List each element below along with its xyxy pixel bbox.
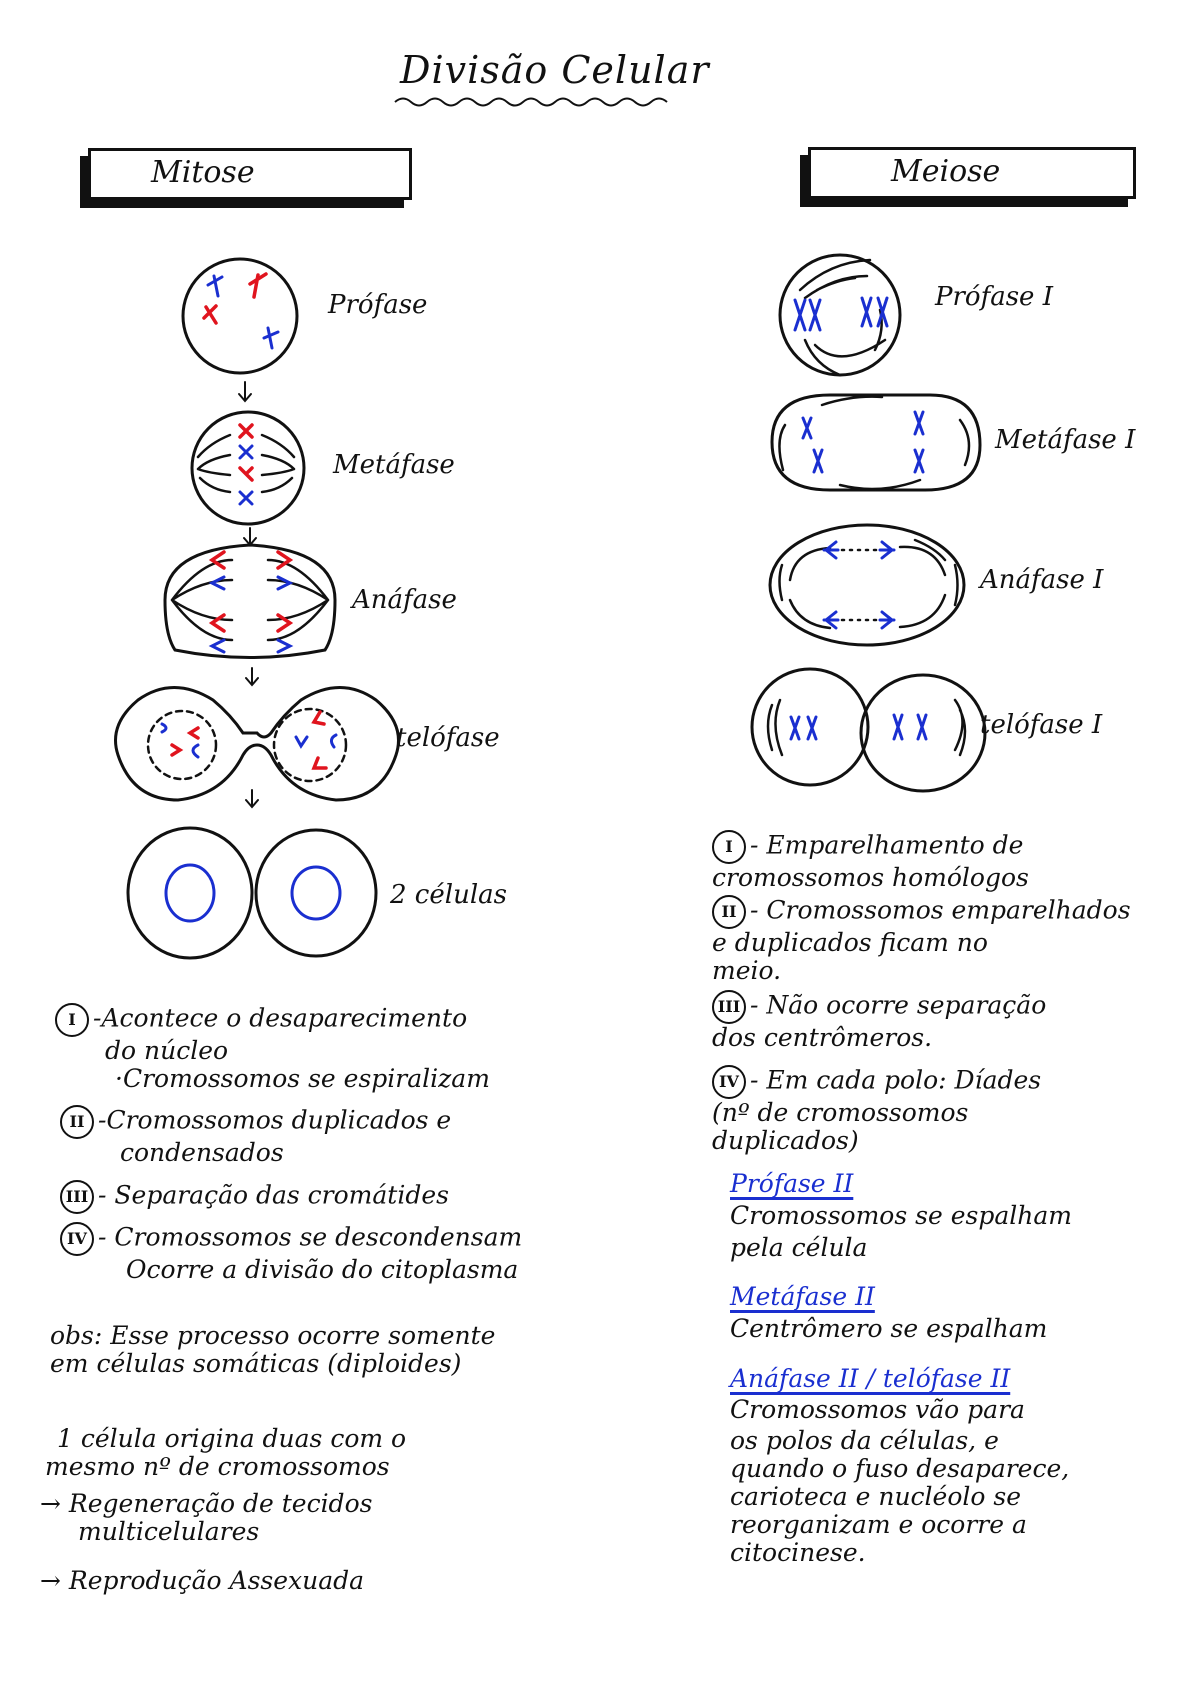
mitose-bullet-1: → Regeneração de tecidos multicelulares (40, 1489, 373, 1546)
meiose-phase2-metaphase: Metáfase II Centrômero se espalham (730, 1282, 1048, 1344)
mitose-phase-label: Prófase (328, 290, 428, 320)
mitose-note-1: I-Acontece o desaparecimento do núcleo ·… (55, 1003, 490, 1093)
telophase-i-cell-icon (750, 667, 987, 793)
section-heading: Anáfase II / telófase II (730, 1364, 1011, 1393)
telophase-cell-icon (114, 686, 400, 802)
mitose-note-4: IV- Cromossomos se descondensam Ocorre a… (60, 1222, 522, 1284)
roman-numeral-badge: IV (60, 1222, 94, 1256)
mitose-phase-label: telófase (396, 723, 500, 753)
title-underline-wave (394, 97, 668, 107)
arrow-right-icon: → (40, 1566, 61, 1595)
meiose-phase-label: Anáfase I (980, 565, 1104, 595)
mitose-diagram (114, 257, 400, 960)
meiose-phase-label: Metáfase I (995, 425, 1136, 455)
arrow-down-icon (245, 667, 259, 687)
two-daughter-cells-icon (126, 826, 378, 960)
roman-numeral-badge: I (55, 1003, 89, 1037)
mitose-header: Mitose (151, 155, 255, 190)
mitose-note-2: II-Cromossomos duplicados e condensados (60, 1105, 451, 1167)
page-title: Divisão Celular (400, 48, 710, 92)
arrow-right-icon: → (40, 1489, 61, 1518)
meiose-phase2-prophase: Prófase II Cromossomos se espalham pela … (730, 1169, 1072, 1262)
prophase-cell-icon (181, 257, 299, 375)
meiose-phase-label: telófase I (980, 710, 1103, 740)
roman-numeral-badge: IV (712, 1065, 746, 1099)
meiose-note-4: IV- Em cada polo: Díades (nº de cromosso… (712, 1065, 1042, 1155)
mitose-phase-label: Metáfase (333, 450, 455, 480)
anaphase-cell-icon (163, 543, 337, 659)
section-heading: Metáfase II (730, 1282, 875, 1311)
meiose-phase-label: Prófase I (935, 282, 1053, 312)
meiose-note-3: III- Não ocorre separação dos centrômero… (712, 990, 1047, 1052)
mitose-bullet-2: → Reprodução Assexuada (40, 1566, 365, 1595)
meiose-note-1: I- Emparelhamento de cromossomos homólog… (712, 830, 1029, 892)
meiose-phase2-anaphase-telophase: Anáfase II / telófase II Cromossomos vão… (730, 1364, 1070, 1567)
metaphase-cell-icon (190, 410, 306, 526)
roman-numeral-badge: III (60, 1180, 94, 1214)
meiose-header-box: Meiose (808, 147, 1136, 199)
mitose-obs: obs: Esse processo ocorre somente em cél… (50, 1321, 496, 1378)
roman-numeral-badge: II (712, 895, 746, 929)
mitose-phase-label: 2 células (390, 880, 507, 910)
arrow-down-icon (245, 789, 259, 809)
anaphase-i-cell-icon (768, 523, 966, 647)
roman-numeral-badge: III (712, 990, 746, 1024)
section-heading: Prófase II (730, 1169, 854, 1198)
arrow-down-icon (238, 381, 252, 403)
roman-numeral-badge: I (712, 830, 746, 864)
mitose-header-box: Mitose (88, 148, 412, 200)
mitose-phase-label: Anáfase (352, 585, 457, 615)
mitose-summary: 1 célula origina duas com o mesmo nº de … (45, 1424, 407, 1481)
prophase-i-cell-icon (778, 253, 902, 377)
roman-numeral-badge: II (60, 1105, 94, 1139)
meiose-header: Meiose (891, 154, 1001, 189)
meiose-note-2: II- Cromossomos emparelhados e duplicado… (712, 895, 1131, 985)
mitose-note-3: III- Separação das cromátides (60, 1180, 449, 1214)
metaphase-i-cell-icon (770, 393, 982, 492)
meiose-diagram (750, 253, 987, 793)
